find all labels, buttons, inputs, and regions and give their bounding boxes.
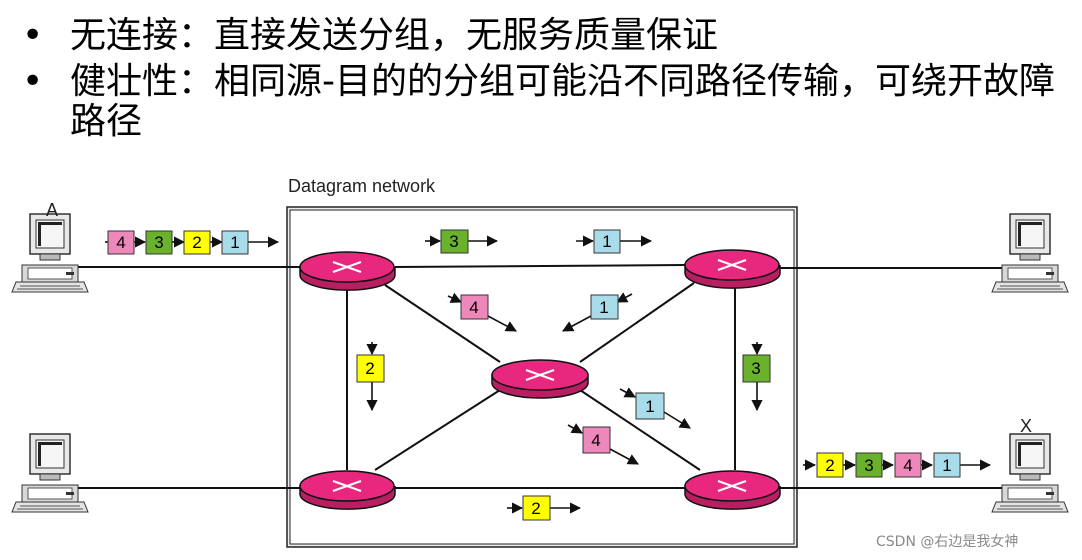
- svg-text:1: 1: [230, 233, 239, 252]
- svg-text:3: 3: [449, 232, 458, 251]
- computer-x: [991, 433, 1069, 513]
- svg-text:1: 1: [599, 298, 608, 317]
- router-top-left: [299, 251, 396, 291]
- svg-text:2: 2: [192, 233, 201, 252]
- svg-text:4: 4: [116, 233, 125, 252]
- link-r1-r2: [394, 264, 686, 268]
- link-r1-r3: [384, 284, 501, 363]
- packet-out-1: 1: [933, 452, 961, 478]
- packet-out-3: 3: [855, 452, 883, 478]
- packet-diag-tr-1: 1: [590, 294, 619, 320]
- svg-text:2: 2: [825, 456, 834, 475]
- network-label: Datagram network: [288, 176, 436, 196]
- link-r3-r4: [374, 389, 501, 471]
- packet-diag-bl-4: 4: [582, 426, 611, 454]
- host-x-label: X: [1020, 416, 1032, 436]
- packet-right-3: 3: [742, 354, 771, 383]
- svg-text:3: 3: [864, 456, 873, 475]
- packet-left-2: 2: [356, 354, 385, 383]
- svg-text:1: 1: [942, 456, 951, 475]
- bullet-text: 无连接：直接发送分组，无服务质量保证: [70, 15, 719, 56]
- computer-top-right: [991, 213, 1069, 293]
- packet-in-3: 3: [145, 230, 173, 255]
- packet-in-2: 2: [183, 230, 211, 255]
- bullet-list: • 无连接：直接发送分组，无服务质量保证 • 健壮性：相同源-目的的分组可能沿不…: [22, 16, 1072, 142]
- svg-text:4: 4: [903, 456, 912, 475]
- packet-out-2: 2: [816, 452, 844, 478]
- link-r2-r3: [579, 282, 695, 363]
- bullet-text: 健壮性：相同源-目的的分组可能沿不同路径传输，可绕开故障路径: [70, 61, 1055, 142]
- svg-text:4: 4: [591, 431, 600, 450]
- packet-diag-tl-4: 4: [460, 294, 489, 320]
- router-bottom-left: [299, 470, 396, 510]
- bullet-marker: •: [22, 15, 44, 56]
- svg-text:1: 1: [645, 397, 654, 416]
- packet-top-1: 1: [593, 229, 621, 254]
- packet-bottom-2: 2: [522, 495, 551, 521]
- computer-bottom-left: [11, 433, 89, 513]
- svg-text:1: 1: [602, 232, 611, 251]
- router-bottom-right: [684, 470, 781, 510]
- packet-out-4: 4: [894, 452, 922, 478]
- svg-text:2: 2: [365, 359, 374, 378]
- watermark: CSDN @右边是我女神: [876, 533, 1018, 550]
- host-a-label: A: [46, 200, 58, 220]
- svg-text:2: 2: [531, 499, 540, 518]
- bullet-robustness: • 健壮性：相同源-目的的分组可能沿不同路径传输，可绕开故障路径: [22, 62, 1072, 142]
- link-r3-r5: [579, 389, 701, 471]
- router-top-right: [684, 249, 781, 289]
- svg-text:4: 4: [469, 298, 478, 317]
- flow-arrows: [105, 235, 992, 514]
- bullet-connectionless: • 无连接：直接发送分组，无服务质量保证: [22, 16, 1072, 56]
- packet-in-4: 4: [107, 230, 135, 255]
- svg-text:3: 3: [751, 359, 760, 378]
- packet-diag-br-1: 1: [635, 392, 665, 420]
- packet-in-1: 1: [221, 230, 249, 255]
- packet-top-3: 3: [440, 229, 469, 254]
- svg-text:3: 3: [154, 233, 163, 252]
- network-links: [70, 264, 1010, 489]
- computer-a: [11, 213, 89, 293]
- router-center: [491, 359, 589, 399]
- bullet-marker: •: [22, 61, 44, 102]
